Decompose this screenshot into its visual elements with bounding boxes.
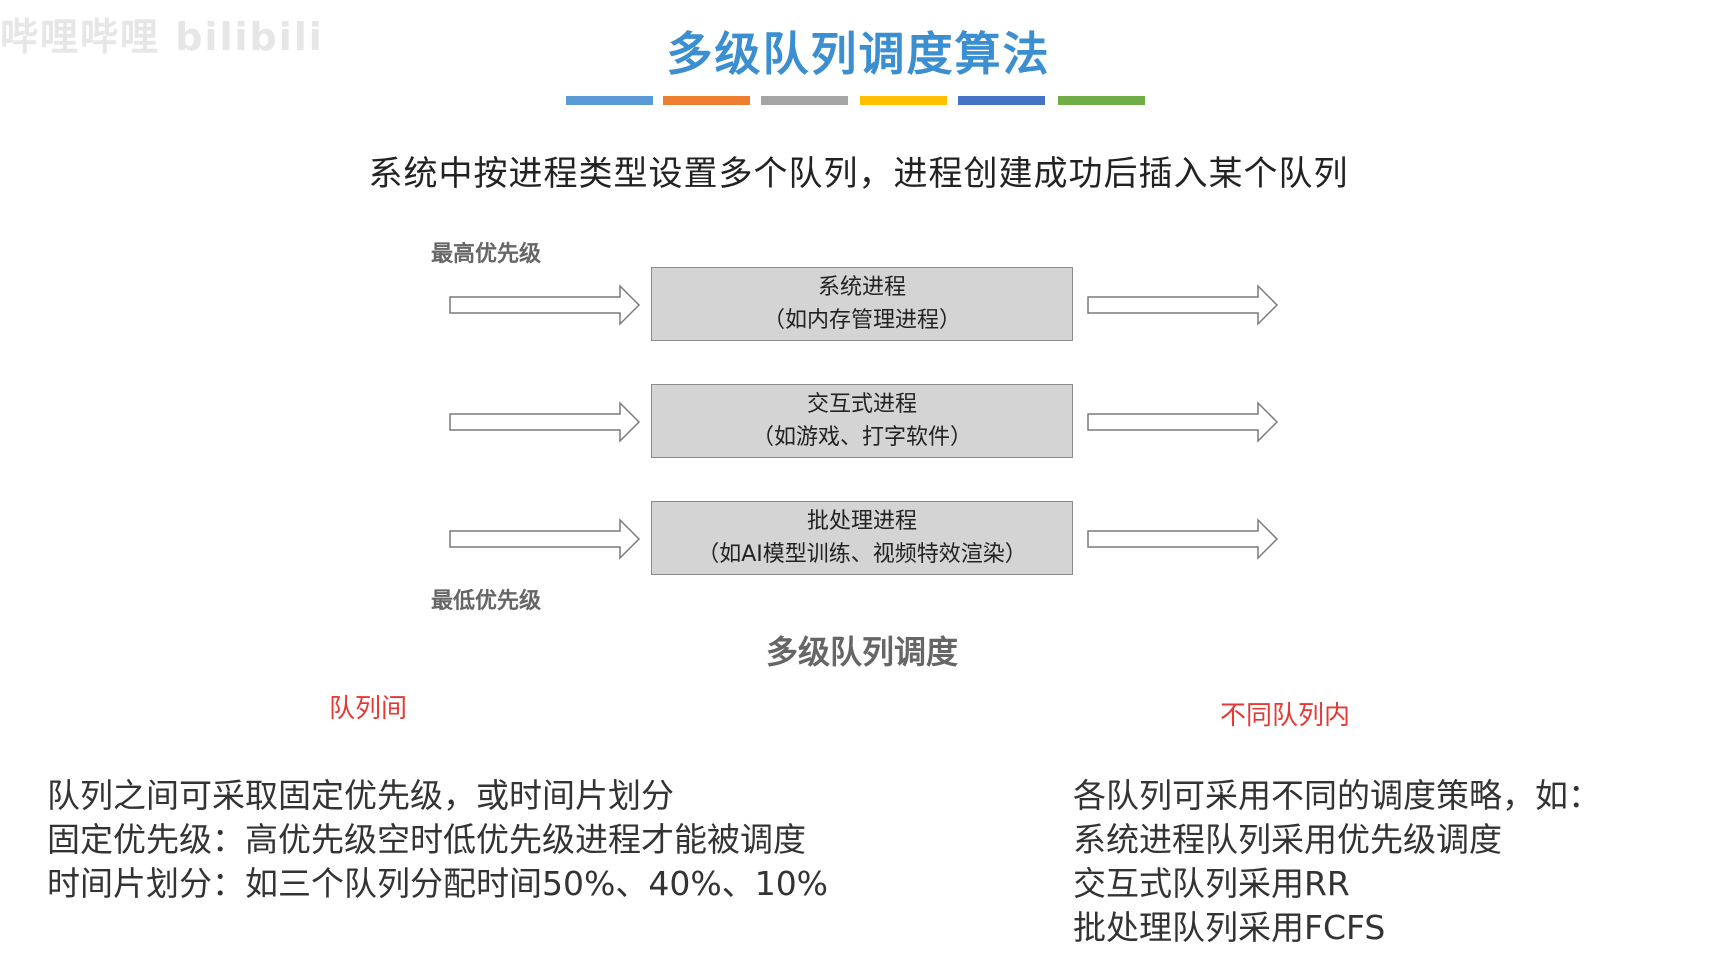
incoming-arrow-icon — [449, 401, 641, 443]
intro-text: 系统中按进程类型设置多个队列，进程创建成功后插入某个队列 — [368, 154, 1349, 194]
between-queues-text: 队列之间可采取固定优先级，或时间片划分 固定优先级：高优先级空时低优先级进程才能… — [47, 774, 828, 906]
highest-priority-label: 最高优先级 — [431, 242, 542, 267]
incoming-arrow-icon — [449, 284, 641, 326]
queue-example: （如AI模型训练、视频特效渲染） — [697, 542, 1027, 567]
color-bar-1 — [566, 96, 653, 105]
outgoing-arrow-icon — [1087, 401, 1279, 443]
diagram-caption: 多级队列调度 — [765, 633, 958, 671]
queue-box-batch: 批处理进程 （如AI模型训练、视频特效渲染） — [651, 501, 1073, 575]
outgoing-arrow-icon — [1087, 518, 1279, 560]
color-bar-5 — [958, 96, 1045, 105]
bilibili-watermark: 哔哩哔哩 bilibili — [0, 15, 324, 59]
color-bar-4 — [860, 96, 947, 105]
outgoing-arrow-icon — [1087, 284, 1279, 326]
within-queues-text: 各队列可采用不同的调度策略，如： 系统进程队列采用优先级调度 交互式队列采用RR… — [1073, 774, 1601, 950]
color-bar-6 — [1058, 96, 1145, 105]
text-line: 各队列可采用不同的调度策略，如： — [1073, 776, 1601, 815]
between-queues-label: 队列间 — [329, 694, 408, 724]
text-line: 时间片划分：如三个队列分配时间50%、40%、10% — [47, 864, 829, 903]
text-line: 交互式队列采用RR — [1073, 864, 1350, 903]
text-line: 系统进程队列采用优先级调度 — [1073, 820, 1502, 859]
queue-box-system: 系统进程 （如内存管理进程） — [651, 267, 1073, 341]
queue-example: （如游戏、打字软件） — [751, 425, 972, 450]
incoming-arrow-icon — [449, 518, 641, 560]
queue-example: （如内存管理进程） — [762, 308, 961, 333]
slide-title: 多级队列调度算法 — [666, 27, 1051, 81]
color-bar-3 — [761, 96, 848, 105]
color-bar-2 — [663, 96, 750, 105]
lowest-priority-label: 最低优先级 — [431, 589, 542, 614]
text-line: 批处理队列采用FCFS — [1073, 908, 1386, 947]
within-queues-label: 不同队列内 — [1220, 701, 1351, 731]
text-line: 固定优先级：高优先级空时低优先级进程才能被调度 — [47, 820, 806, 859]
text-line: 队列之间可采取固定优先级，或时间片划分 — [47, 776, 674, 815]
queue-name: 系统进程 — [817, 275, 906, 300]
queue-name: 交互式进程 — [806, 392, 917, 417]
queue-box-interactive: 交互式进程 （如游戏、打字软件） — [651, 384, 1073, 458]
queue-name: 批处理进程 — [806, 509, 917, 534]
